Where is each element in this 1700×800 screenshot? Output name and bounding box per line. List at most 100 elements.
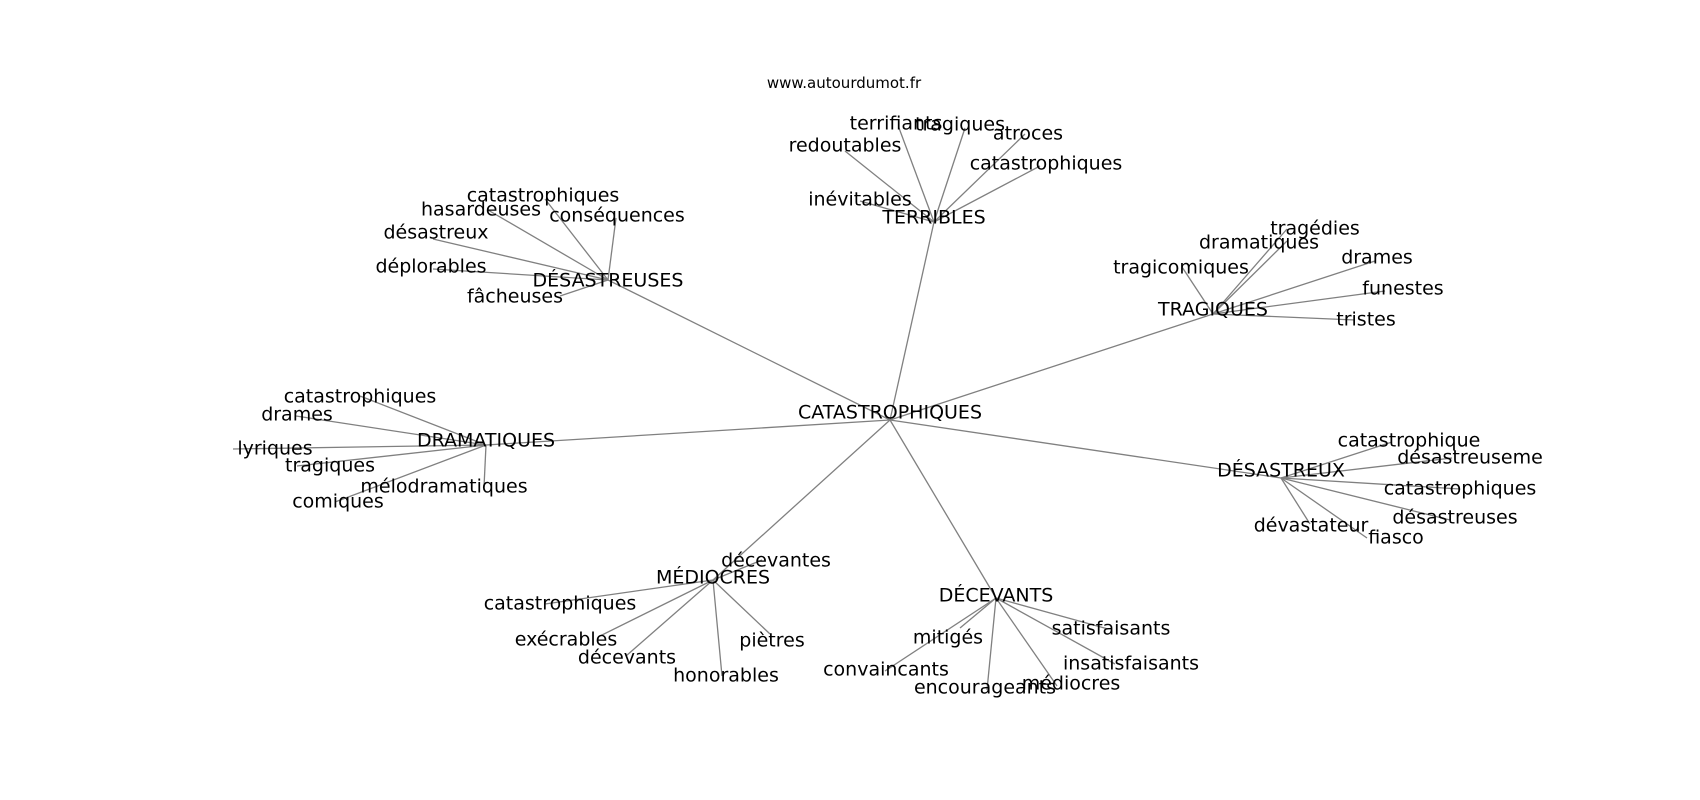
edge-hub-2-leaf-4 [1212,290,1386,315]
edge-center-hub-2 [889,313,1214,421]
leaf-label: catastrophiques [970,153,1123,175]
edge-hub-6-leaf-2 [884,597,997,672]
leaf-label: encourageants [914,677,1056,699]
hub-label: TRAGIQUES [1157,299,1268,321]
leaf-label: tristes [1336,309,1395,331]
edge-hub-2-leaf-2 [1181,266,1214,315]
edge-hub-2-leaf-0 [1212,228,1288,315]
watermark: www.autourdumot.fr [766,74,922,92]
edge-center-hub-0 [889,221,935,421]
edge-hub-5-leaf-4 [712,579,771,635]
edge-hub-3-leaf-0 [359,395,487,446]
edge-hub-0-leaf-5 [859,200,935,223]
edge-hub-3-leaf-3 [296,444,487,467]
edge-center-hub-4 [889,419,1282,479]
leaf-label: convaincants [823,659,949,681]
leaf-label: funestes [1362,278,1443,300]
edge-hub-1-leaf-3 [432,238,609,281]
leaf-label: terrifiants [850,113,943,135]
edge-hub-4-leaf-0 [1280,441,1393,479]
edge-hub-3-leaf-2 [232,444,487,450]
leaf-label: catastrophique [1338,430,1481,452]
edge-hub-1-leaf-1 [487,209,609,281]
edge-hub-0-leaf-2 [933,133,1026,223]
leaf-label: atroces [993,123,1063,145]
edge-hub-4-leaf-3 [1280,477,1451,521]
edge-hub-2-leaf-1 [1212,240,1288,315]
leaf-label: insatisfaisants [1063,653,1199,675]
edge-hub-5-leaf-2 [599,579,714,637]
edge-hub-2-leaf-3 [1212,260,1376,315]
leaf-label: dramatiques [1199,232,1319,254]
leaf-label: drames [261,404,333,426]
leaf-label: déplorables [375,256,486,278]
edges-layer [232,127,1461,691]
leaf-label: piètres [739,630,804,652]
hub-label: DÉSASTREUSES [533,269,684,292]
leaf-label: tragédies [1270,218,1360,240]
edge-hub-3-leaf-5 [334,444,487,503]
edge-hub-0-leaf-4 [933,165,1041,223]
leaf-label: tragicomiques [1113,257,1249,279]
edge-hub-2-leaf-5 [1212,313,1356,321]
leaf-label: conséquences [549,205,685,227]
edge-hub-5-leaf-5 [712,579,723,677]
edge-hub-5-leaf-0 [712,559,763,581]
leaf-label: tragiques [915,114,1005,136]
leaf-label: désastreuseme [1397,447,1543,469]
edge-hub-6-leaf-5 [986,597,997,691]
edge-hub-1-leaf-4 [432,268,609,281]
edge-hub-4-leaf-1 [1280,457,1453,479]
edge-hub-6-leaf-0 [995,597,1109,630]
center-label: CATASTROPHIQUES [798,402,982,424]
edge-hub-5-leaf-3 [625,579,714,657]
leaf-label: catastrophiques [284,386,437,408]
edge-center-hub-1 [607,279,891,421]
leaf-label: désastreuses [1392,507,1517,529]
edge-hub-1-leaf-5 [559,279,609,297]
leaf-label: fiasco [1368,527,1424,549]
leaf-label: exécrables [515,629,618,651]
leaf-label: désastreux [383,222,488,244]
leaf-label: satisfaisants [1052,618,1171,640]
leaf-label: comiques [292,491,384,513]
edge-hub-6-leaf-4 [995,597,1058,687]
edge-hub-3-leaf-4 [483,444,487,488]
hub-label: DÉSASTREUX [1217,459,1345,482]
leaf-label: dévastateur [1254,515,1369,537]
leaf-label: fâcheuses [467,286,563,308]
edge-hub-1-leaf-2 [607,217,617,281]
leaf-label: médiocres [1022,673,1121,695]
leaf-label: redoutables [789,135,902,157]
edge-center-hub-6 [889,419,997,599]
leaf-label: mélodramatiques [360,476,527,498]
edge-hub-4-leaf-5 [1280,477,1368,539]
leaf-label: décevants [578,647,676,669]
hub-label: MÉDIOCRES [656,566,770,589]
leaf-label: catastrophiques [467,185,620,207]
leaf-label: inévitables [808,189,912,211]
leaf-label: mitigés [913,627,983,649]
leaf-label: décevantes [721,550,831,572]
hub-label: DRAMATIQUES [417,430,555,452]
leaf-label: drames [1341,247,1413,269]
hub-label: DÉCEVANTS [939,584,1054,607]
edge-hub-4-leaf-2 [1280,477,1461,490]
leaf-label: catastrophiques [484,593,637,615]
leaf-label: hasardeuses [421,199,541,221]
edge-hub-6-leaf-1 [959,597,997,629]
edge-hub-3-leaf-1 [295,415,487,446]
leaf-label: honorables [673,665,779,687]
leaf-label: catastrophiques [1384,478,1537,500]
edge-hub-1-leaf-0 [544,198,609,281]
edge-hub-6-leaf-3 [995,597,1116,665]
leaf-label: lyriques [237,438,312,460]
labels-layer: terrifiantstragiquesatrocesredoutablesca… [237,113,1542,699]
leaf-label: tragiques [285,455,375,477]
edge-hub-0-leaf-3 [844,150,935,223]
edge-center-hub-5 [712,419,891,581]
edge-center-hub-3 [485,419,891,446]
edge-hub-5-leaf-1 [544,579,714,605]
edge-hub-0-leaf-1 [933,127,966,223]
